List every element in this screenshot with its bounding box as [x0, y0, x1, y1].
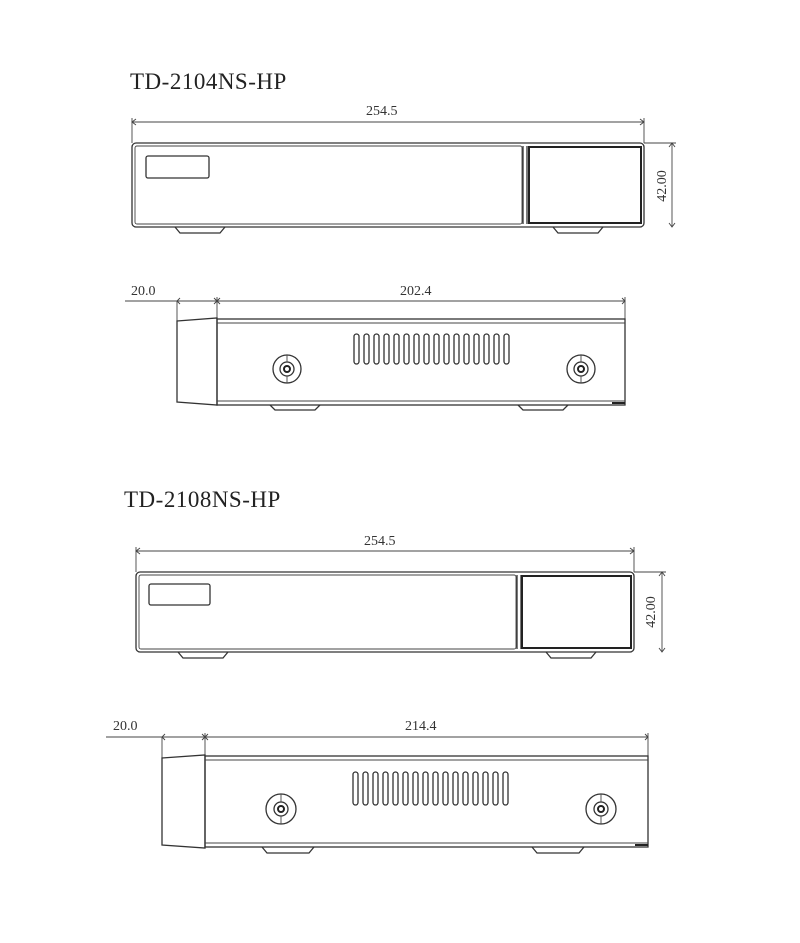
model-title-2: TD-2108NS-HP: [124, 487, 281, 512]
side-view-2: [106, 733, 649, 854]
front-view-2: [135, 547, 666, 659]
device-side-outline: [216, 318, 626, 406]
front-bezel: [161, 754, 206, 849]
vent-slots: [353, 333, 510, 365]
bnc-connector-icon: [265, 793, 297, 825]
foot: [269, 404, 321, 411]
side-front-depth-label-1: 20.0: [131, 284, 156, 299]
display-window: [145, 155, 210, 179]
bnc-connector-icon: [566, 354, 596, 384]
front-width-label-1: 254.5: [366, 104, 398, 119]
front-view-1: [131, 118, 676, 234]
model-title-1: TD-2104NS-HP: [130, 69, 287, 94]
bnc-connector-icon: [272, 354, 302, 384]
foot: [174, 226, 226, 234]
foot: [261, 846, 315, 854]
side-body-depth-label-2: 214.4: [405, 719, 437, 734]
front-bezel: [176, 317, 218, 406]
foot: [531, 846, 585, 854]
display-window: [148, 583, 211, 606]
front-right-panel: [521, 575, 632, 649]
device-side-outline: [204, 755, 649, 848]
foot: [552, 226, 604, 234]
foot: [517, 404, 569, 411]
side-view-1: [125, 297, 626, 411]
front-width-label-2: 254.5: [364, 534, 396, 549]
side-front-depth-label-2: 20.0: [113, 719, 138, 734]
front-right-panel: [528, 146, 642, 224]
bnc-connector-icon: [585, 793, 617, 825]
device-front-outline: [131, 142, 645, 228]
device-front-outline: [135, 571, 635, 653]
side-body-depth-label-1: 202.4: [400, 284, 432, 299]
foot: [177, 651, 229, 659]
vent-slots: [352, 771, 509, 806]
foot: [545, 651, 597, 659]
